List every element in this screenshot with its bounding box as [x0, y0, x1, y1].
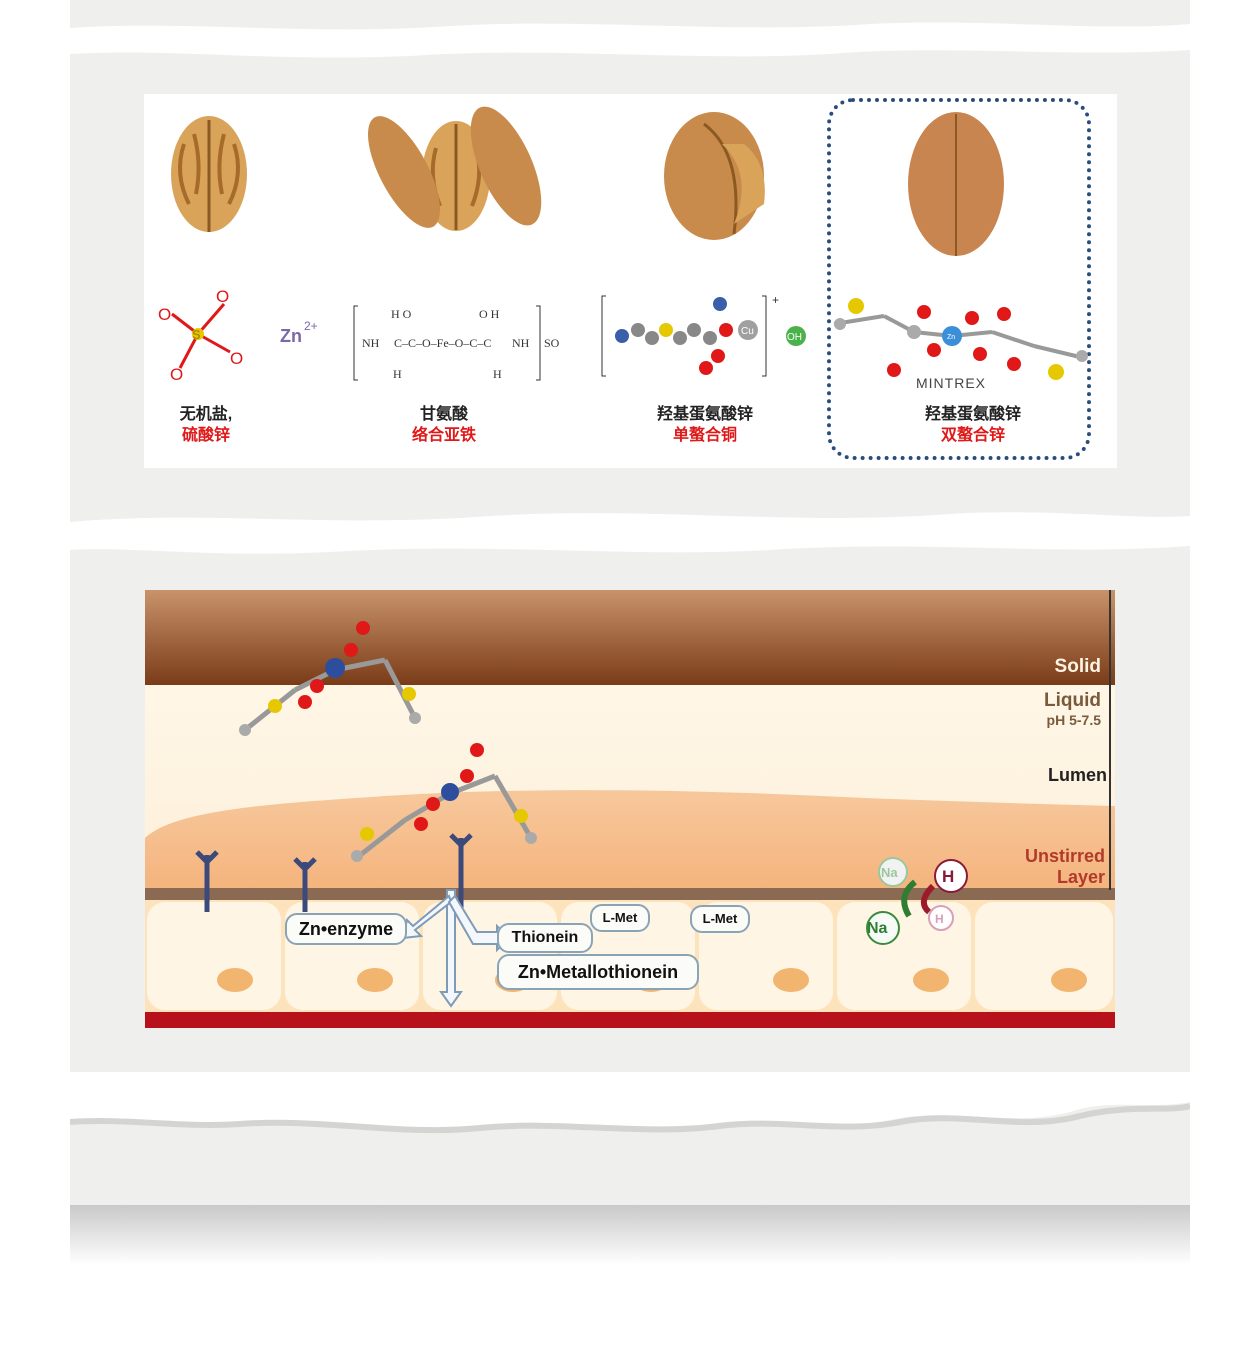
torn-paper-top — [70, 22, 1190, 58]
mintrex-brand: MINTREX — [916, 375, 986, 391]
svg-text:Na: Na — [867, 920, 888, 937]
ion-exchange-icons: Na Na H H — [866, 857, 968, 945]
walnut-whole-shell-image — [908, 112, 1004, 256]
walnut-row — [171, 106, 1004, 256]
molecule-row: O O O O S Zn 2+ H O O H NH C–C–O–Fe–O–C–… — [158, 287, 1088, 391]
svg-text:O: O — [158, 305, 171, 324]
chelate-comparison-panel: O O O O S Zn 2+ H O O H NH C–C–O–Fe–O–C–… — [144, 94, 1117, 468]
svg-text:NH: NH — [362, 336, 380, 350]
svg-text:H: H — [393, 367, 402, 381]
svg-text:O: O — [170, 365, 183, 384]
svg-text:Na: Na — [881, 865, 898, 880]
label-lumen: Lumen — [1047, 765, 1107, 785]
svg-text:OH: OH — [787, 332, 802, 343]
label-layer: Layer — [1056, 867, 1105, 887]
svg-text:SO: SO — [544, 336, 560, 350]
l-met-label-1: L-Met — [590, 904, 650, 932]
zn-enzyme-label: Zn•enzyme — [285, 913, 407, 945]
bis-chelate-molecule-lower — [351, 743, 537, 862]
zn-metallothionein-label: Zn•Metallothionein — [497, 954, 699, 990]
sheet-shadow — [70, 1205, 1190, 1265]
copper-chelate-structure: Cu + OH — [601, 293, 806, 377]
torn-paper-bottom — [70, 1072, 1190, 1134]
svg-text:H: H — [493, 367, 502, 381]
torn-paper-middle — [70, 512, 1190, 554]
svg-text:NH: NH — [512, 336, 530, 350]
zinc-ion-label: Zn 2+ — [280, 319, 318, 346]
zinc-sulfate-structure: O O O O S — [158, 287, 243, 384]
label-unstirred: Unstirred — [1024, 846, 1105, 866]
blood-layer — [145, 1012, 1115, 1028]
svg-text:O: O — [216, 287, 229, 306]
svg-text:C–C–O–Fe–O–C–C: C–C–O–Fe–O–C–C — [394, 336, 491, 350]
svg-text:Cu: Cu — [741, 326, 754, 337]
bis-chelate-molecule-upper — [239, 621, 421, 736]
svg-text:O: O — [230, 349, 243, 368]
label-ph: pH 5-7.5 — [1046, 712, 1101, 728]
walnut-partial-shell-image — [664, 112, 765, 240]
solid-layer — [145, 590, 1115, 685]
highlight-box — [827, 98, 1091, 460]
unstirred-layer — [145, 790, 1115, 900]
brush-border — [145, 888, 1115, 902]
walnut-split-shell-image — [367, 106, 542, 231]
glycine-chelate-structure: H O O H NH C–C–O–Fe–O–C–C NH H H SO — [353, 305, 560, 381]
svg-text:Zn: Zn — [947, 334, 955, 341]
caption-mono-chelate-copper: 羟基蛋氨酸锌 单螯合铜 — [656, 406, 753, 444]
caption-glycine-iron: 甘氨酸 络合亚铁 — [411, 406, 476, 444]
svg-text:H O: H O — [391, 307, 412, 321]
absorption-illustration: Na Na H H — [145, 590, 1115, 1028]
label-liquid: Liquid — [1044, 690, 1101, 711]
walnut-kernel-image — [171, 116, 247, 232]
label-solid: Solid — [1054, 656, 1101, 677]
svg-text:S: S — [192, 327, 201, 342]
svg-text:+: + — [772, 293, 779, 307]
caption-bis-chelate-zinc: 羟基蛋氨酸锌 双螯合锌 — [924, 406, 1021, 444]
l-met-label-2: L-Met — [690, 905, 750, 933]
caption-zinc-sulfate: 无机盐, 硫酸锌 — [179, 406, 233, 444]
zn-ion-charge: 2+ — [304, 319, 318, 333]
transporter-receptors — [195, 833, 473, 912]
thionein-label: Thionein — [497, 923, 593, 953]
intestinal-absorption-diagram: Na Na H H Solid Liquid pH 5-7.5 Lumen Un… — [145, 590, 1115, 1028]
svg-text:H: H — [935, 912, 944, 926]
zn-ion-text: Zn — [280, 326, 302, 346]
svg-text:H: H — [942, 867, 954, 886]
svg-text:O H: O H — [479, 307, 500, 321]
zinc-bis-chelate-structure: Zn MINTREX — [833, 298, 1088, 391]
